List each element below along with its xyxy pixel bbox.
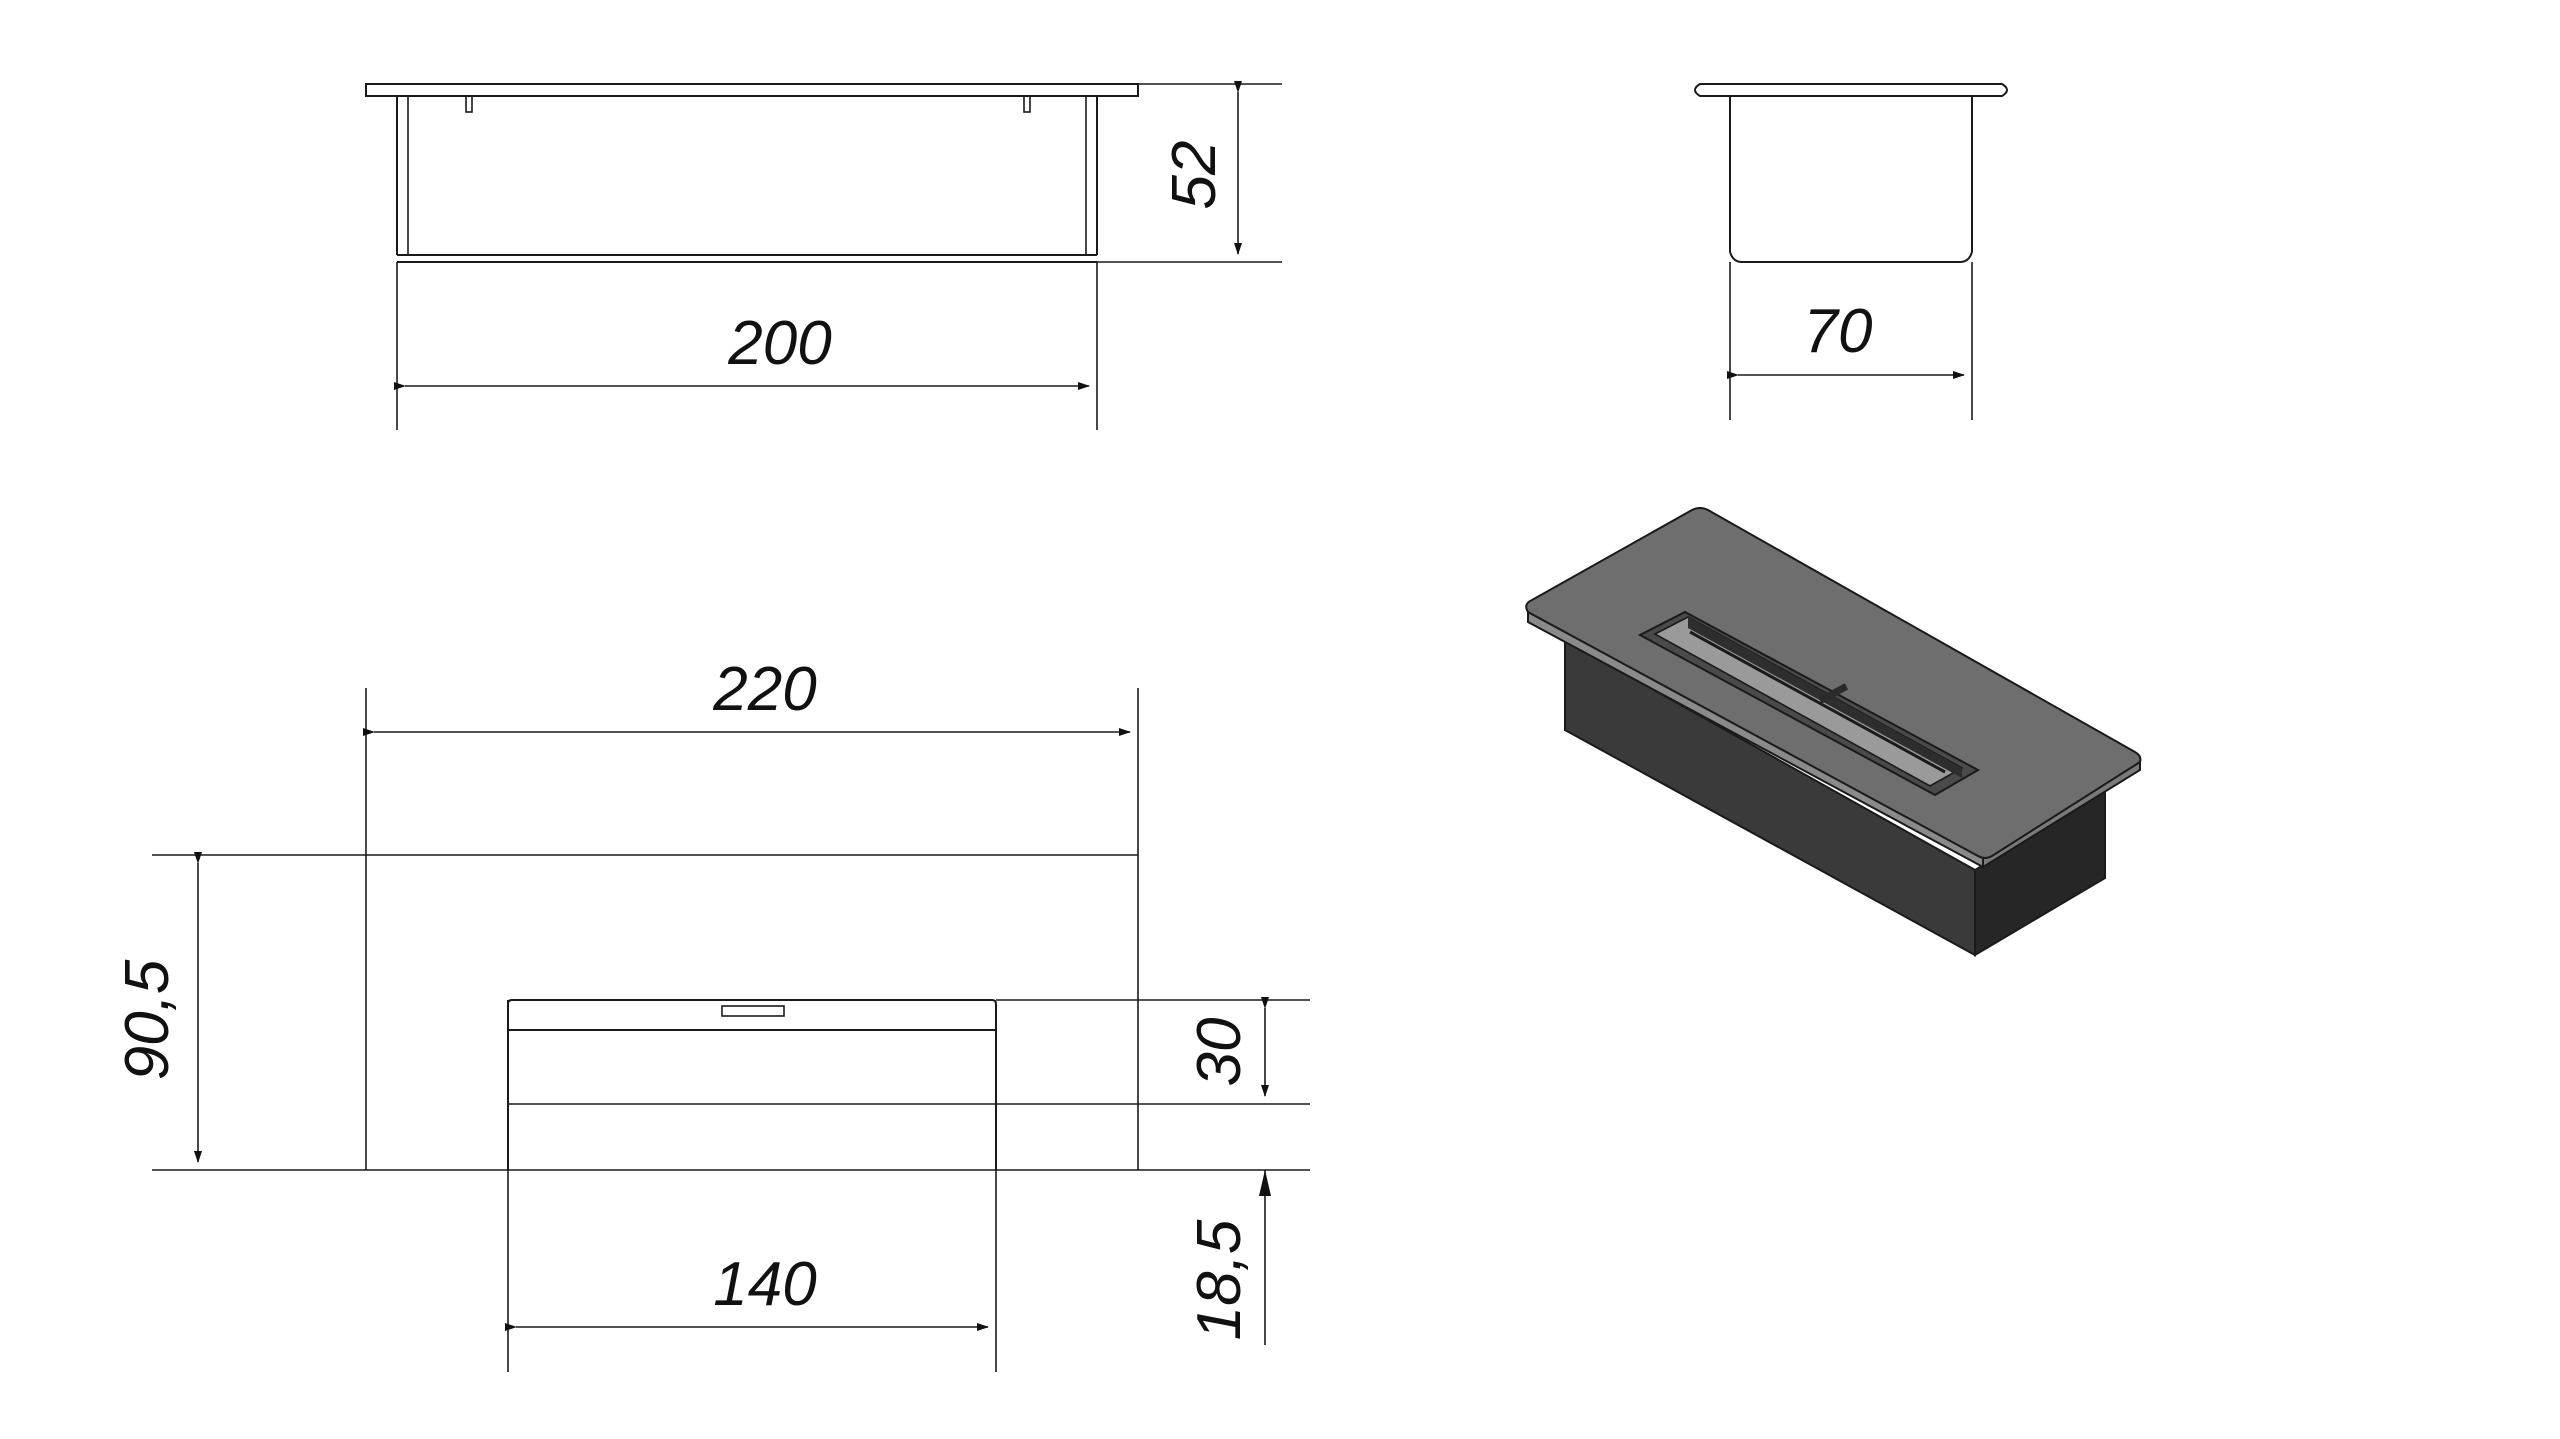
isometric-view bbox=[1525, 507, 2142, 957]
dim-label-70: 70 bbox=[1804, 297, 1873, 366]
dim-label-30: 30 bbox=[1185, 1018, 1254, 1087]
dim-label-140: 140 bbox=[713, 1250, 816, 1319]
side-view: 70 bbox=[1694, 83, 2008, 420]
top-view: 52 200 bbox=[365, 81, 1282, 430]
front-view: 220 90,5 30 18,5 140 bbox=[113, 655, 1310, 1372]
dim-label-220: 220 bbox=[712, 655, 816, 724]
dim-label-200: 200 bbox=[727, 309, 831, 378]
dim-label-18-5: 18,5 bbox=[1185, 1219, 1254, 1340]
dim-label-52: 52 bbox=[1160, 141, 1229, 210]
dim-label-90-5: 90,5 bbox=[113, 959, 182, 1080]
iso-top-plate bbox=[1525, 507, 2142, 859]
